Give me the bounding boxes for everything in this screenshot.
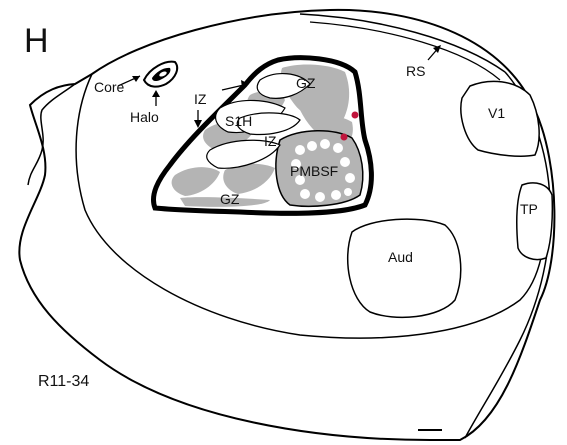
case-id: R11-34 [38, 373, 89, 390]
label-gz-upper: GZ [296, 75, 316, 91]
label-halo: Halo [130, 109, 159, 125]
label-tp: TP [520, 201, 538, 217]
label-v1: V1 [488, 105, 505, 121]
label-gz-lower: GZ [220, 191, 240, 207]
label-iz-inner: IZ [264, 133, 277, 149]
label-core: Core [94, 79, 125, 95]
label-rs: RS [406, 63, 425, 79]
tp-region [517, 183, 553, 260]
marker-dot [352, 112, 359, 119]
label-s1h: S1H [225, 113, 252, 129]
label-aud: Aud [388, 249, 413, 265]
aud-region [348, 219, 461, 317]
label-iz-left: IZ [194, 91, 207, 107]
marker-dot [341, 134, 348, 141]
label-pmbsf: PMBSF [290, 163, 338, 179]
panel-letter: H [24, 22, 49, 60]
